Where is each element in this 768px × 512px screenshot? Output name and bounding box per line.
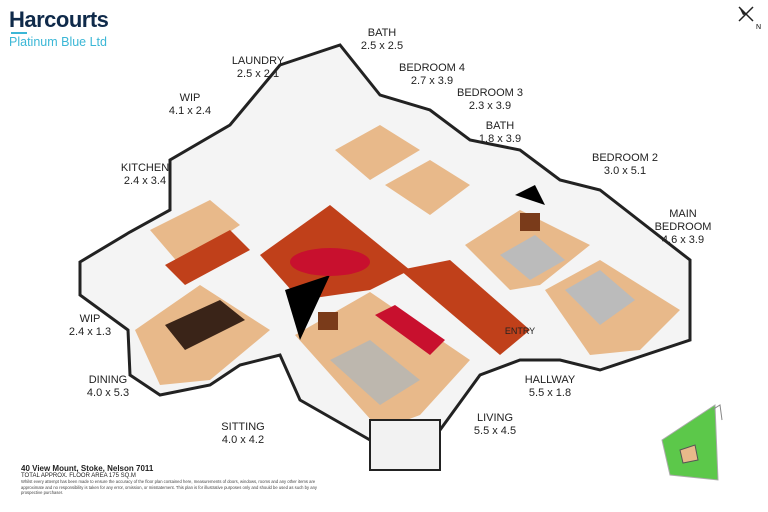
living-bay: [369, 419, 441, 471]
fireplace-sitting: [318, 312, 338, 330]
logo-office: Platinum Blue Ltd: [9, 35, 107, 49]
disclaimer: Whilst every attempt has been made to en…: [21, 479, 317, 495]
site-plan-thumbnail: [661, 404, 723, 481]
hallway-wood-floor: [400, 260, 530, 355]
footer: 40 View Mount, Stoke, Nelson 7011 TOTAL …: [21, 464, 321, 496]
compass-north-label: N: [756, 24, 761, 31]
void-bath: [515, 185, 545, 205]
bed-2: [500, 235, 565, 280]
room-label-entry: ENTRY: [504, 326, 536, 336]
logo-brand: Harcourts: [9, 7, 109, 32]
bed-main: [565, 270, 635, 325]
stair-void: [285, 275, 330, 340]
logo-underline: [11, 32, 27, 34]
bedroom4-floor: [335, 125, 420, 180]
kitchen-wood-floor: [165, 230, 250, 285]
kitchen-floor: [150, 200, 240, 265]
dining-table: [165, 300, 245, 350]
red-sofa: [375, 305, 445, 355]
fireplace-bedroom: [520, 213, 540, 231]
floor-area: TOTAL APPROX. FLOOR AREA 175 SQ.M: [21, 473, 136, 479]
harcourts-logo: Harcourts Platinum Blue Ltd: [9, 7, 109, 50]
address: 40 View Mount, Stoke, Nelson 7011: [21, 464, 154, 473]
bedroom3-floor: [385, 160, 470, 215]
red-chairs: [290, 248, 370, 276]
compass-icon: N: [738, 6, 761, 31]
rug: [330, 340, 420, 405]
